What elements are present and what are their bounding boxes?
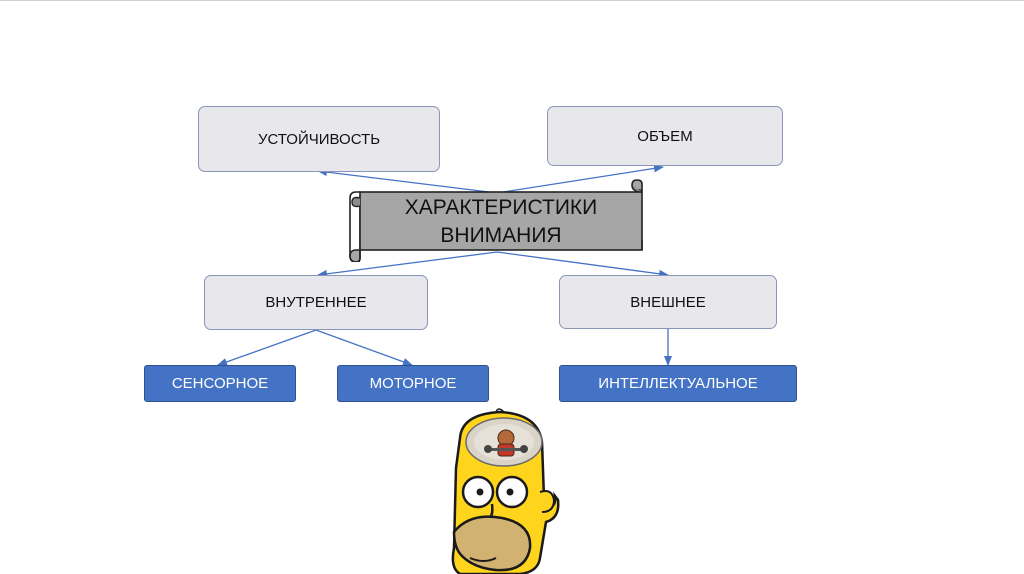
arrow-to-sensornoe — [217, 329, 317, 366]
scroll-banner — [349, 179, 643, 262]
node-intellektualnoe: ИНТЕЛЛЕКТУАЛЬНОЕ — [559, 365, 797, 402]
node-sensornoe: СЕНСОРНОЕ — [144, 365, 296, 402]
node-obem: ОБЪЕМ — [547, 106, 783, 166]
node-ustoichivost: УСТОЙЧИВОСТЬ — [198, 106, 440, 172]
node-vnutrennee: ВНУТРЕННЕЕ — [204, 275, 428, 330]
diagram-title: ХАРАКТЕРИСТИКИ ВНИМАНИЯ — [404, 196, 598, 247]
arrow-to-motornoe — [315, 329, 413, 366]
node-vneshnee: ВНЕШНЕЕ — [559, 275, 777, 329]
top-divider — [0, 0, 1024, 1]
node-motornoe: МОТОРНОЕ — [337, 365, 489, 402]
homer-head-with-thought-icon — [451, 408, 560, 574]
